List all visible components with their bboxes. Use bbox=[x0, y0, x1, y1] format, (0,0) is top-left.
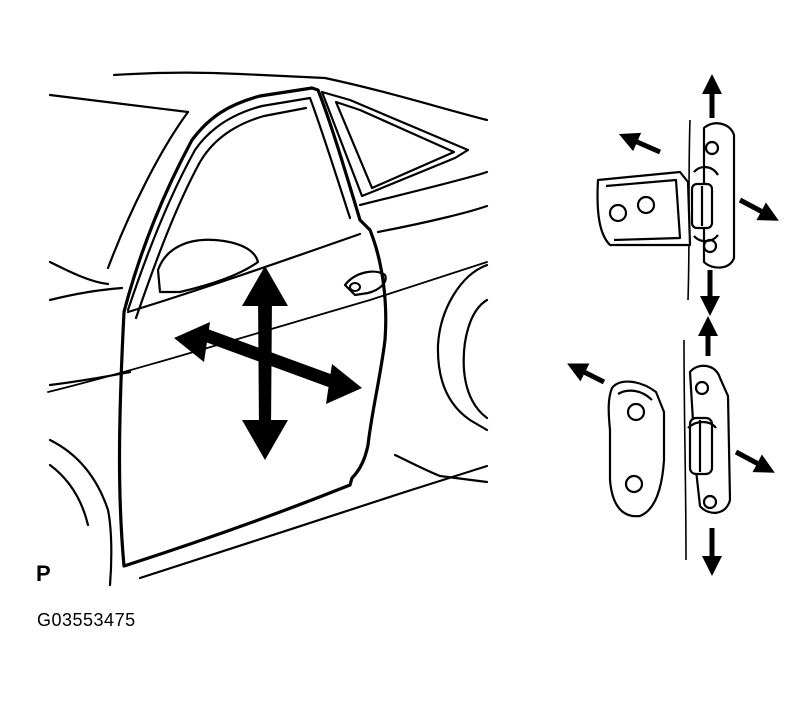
door-adjust-arrows bbox=[174, 266, 362, 460]
hinge-adjust-arrows bbox=[567, 74, 779, 576]
lower-hinge-left-arrow bbox=[567, 363, 606, 385]
upper-hinge-right-arrow bbox=[738, 197, 779, 221]
upper-door-hinge bbox=[596, 122, 736, 269]
view-marker-label: P bbox=[36, 561, 51, 586]
lower-hinge-right-arrow bbox=[734, 449, 775, 473]
car-body-outline bbox=[48, 71, 489, 587]
upper-hinge-left-arrow bbox=[618, 132, 662, 155]
figure-id-label: G03553475 bbox=[37, 610, 136, 630]
lower-door-hinge bbox=[607, 364, 732, 518]
